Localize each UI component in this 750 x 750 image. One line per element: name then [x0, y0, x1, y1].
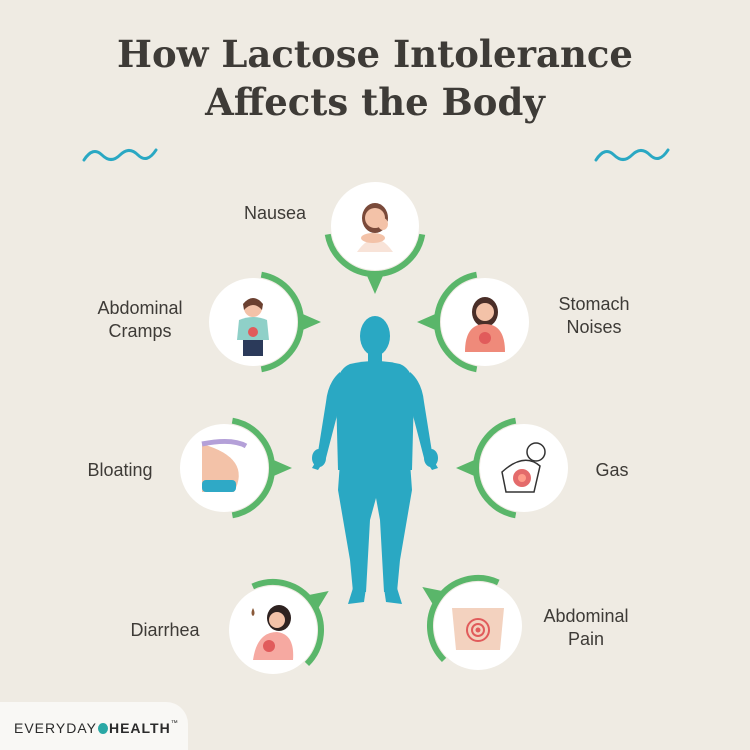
- title-line-1: How Lactose Intolerance: [117, 32, 633, 76]
- symptom-circle-3: [180, 417, 292, 519]
- woman-stomach-noises-icon: [465, 297, 505, 352]
- trademark-mark: ™: [170, 720, 179, 727]
- abdomen-pain-icon: [452, 608, 504, 650]
- symptom-circle-6: [422, 575, 522, 670]
- symptom-label-3: Bloating: [87, 459, 153, 480]
- pointer-triangle: [306, 590, 329, 611]
- wave-decoration-left: [82, 148, 158, 162]
- title-line-2: Affects the Body: [205, 80, 545, 124]
- pointer-triangle: [300, 312, 321, 332]
- symptom-label-2: Stomach Noises: [558, 294, 630, 337]
- pointer-triangle: [417, 312, 438, 332]
- symptom-circle-0: [324, 182, 426, 294]
- pointer-triangle: [456, 458, 477, 478]
- symptom-circle-5: [229, 579, 329, 674]
- symptom-circle-4: [456, 417, 568, 519]
- woman-cramps-icon: [237, 298, 269, 356]
- symptom-badge: [229, 586, 317, 674]
- symptom-label-5: Diarrhea: [130, 619, 200, 640]
- symptom-label-1: Abdominal Cramps: [97, 298, 183, 341]
- brand-word-health: HEALTH: [108, 720, 171, 736]
- pointer-triangle: [271, 458, 292, 478]
- wave-decoration-right: [594, 148, 670, 162]
- brand-logo: EVERYDAY HEALTH™: [0, 702, 188, 750]
- pointer-triangle: [365, 273, 385, 294]
- human-body-silhouette: [312, 316, 438, 604]
- woman-nausea-icon: [357, 203, 393, 252]
- woman-diarrhea-icon: [251, 605, 294, 660]
- pointer-triangle: [422, 586, 445, 607]
- page-title: How Lactose Intolerance Affects the Body: [0, 30, 750, 126]
- symptom-label-4: Gas: [595, 459, 629, 480]
- symptom-circle-2: [417, 271, 529, 373]
- apple-icon: [97, 723, 108, 734]
- symptom-label-6: Abdominal Pain: [543, 606, 629, 649]
- bloated-belly-icon: [201, 438, 248, 492]
- man-gas-icon: [501, 442, 546, 493]
- symptom-circle-1: [209, 271, 321, 373]
- symptom-label-0: Nausea: [243, 202, 307, 223]
- brand-word-everyday: EVERYDAY: [14, 720, 97, 736]
